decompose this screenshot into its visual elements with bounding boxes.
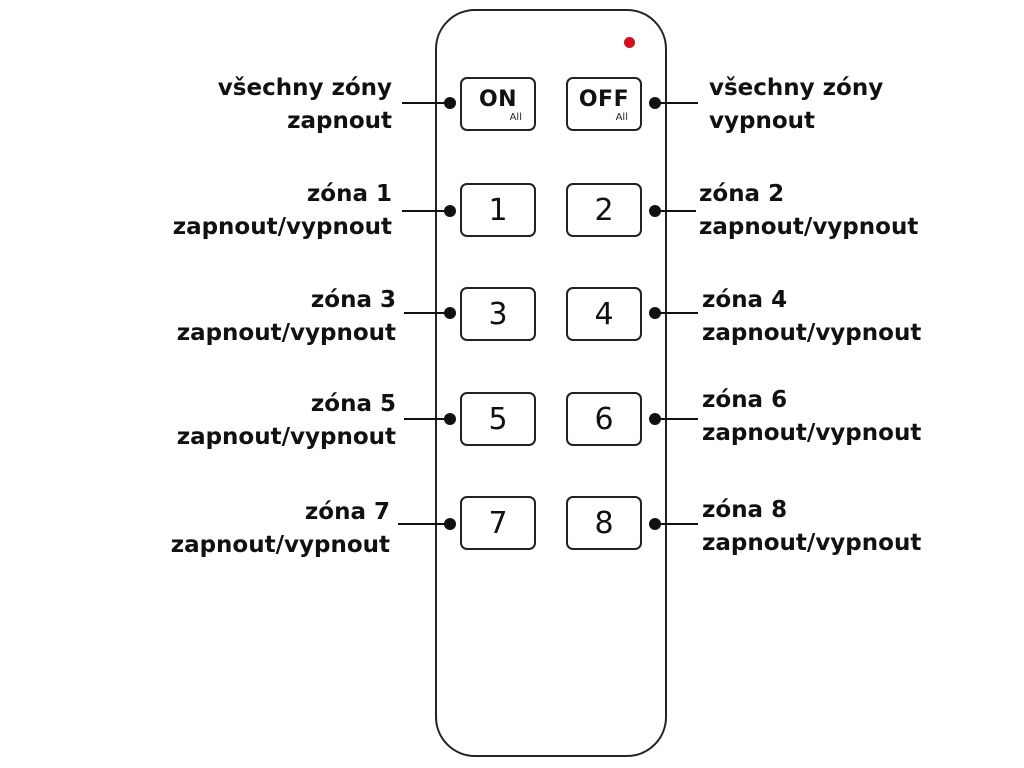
all-off-button-label: OFF [578,87,630,112]
leader-line-zone-1 [402,210,450,212]
zone-6-button[interactable]: 6 [566,392,642,446]
label-all-on-line2: zapnout [287,108,392,134]
label-zone-3-line1: zóna 3 [310,287,396,313]
zone-4-button[interactable]: 4 [566,287,642,341]
label-zone-3: zóna 3 zapnout/vypnout [177,284,396,350]
leader-line-all-on [402,102,450,104]
leader-line-zone-6 [652,418,698,420]
leader-dot-zone-5 [444,413,456,425]
zone-2-button[interactable]: 2 [566,183,642,237]
label-zone-8-line1: zóna 8 [702,497,788,523]
leader-dot-zone-1 [444,205,456,217]
all-on-button[interactable]: ON All [460,77,536,131]
leader-dot-zone-8 [649,518,661,530]
zone-3-button[interactable]: 3 [460,287,536,341]
leader-dot-all-on [444,97,456,109]
label-all-off: všechny zóny vypnout [709,72,883,138]
label-all-off-line1: všechny zóny [709,75,884,101]
leader-line-zone-4 [652,312,698,314]
all-on-button-sublabel: All [509,112,522,123]
leader-dot-zone-6 [649,413,661,425]
label-all-on-line1: všechny zóny [217,75,392,101]
leader-line-zone-5 [404,418,450,420]
leader-line-zone-2 [652,210,696,212]
label-zone-5: zóna 5 zapnout/vypnout [177,388,396,454]
label-zone-7: zóna 7 zapnout/vypnout [171,496,390,562]
leader-dot-all-off [649,97,661,109]
label-zone-8-line2: zapnout/vypnout [702,530,922,556]
label-zone-1-line1: zóna 1 [306,181,392,207]
leader-line-zone-7 [398,523,450,525]
leader-dot-zone-2 [649,205,661,217]
leader-dot-zone-4 [649,307,661,319]
label-zone-3-line2: zapnout/vypnout [176,320,396,346]
label-zone-7-line1: zóna 7 [304,499,390,525]
zone-1-button[interactable]: 1 [460,183,536,237]
label-zone-4-line1: zóna 4 [702,287,788,313]
all-on-button-label: ON [478,87,518,112]
label-zone-8: zóna 8 zapnout/vypnout [702,494,921,560]
remote-control-body [435,9,667,757]
zone-8-button[interactable]: 8 [566,496,642,550]
label-zone-5-line2: zapnout/vypnout [176,424,396,450]
status-led [624,37,635,48]
label-zone-4: zóna 4 zapnout/vypnout [702,284,921,350]
label-zone-4-line2: zapnout/vypnout [702,320,922,346]
zone-7-button[interactable]: 7 [460,496,536,550]
leader-dot-zone-7 [444,518,456,530]
all-off-button[interactable]: OFF All [566,77,642,131]
leader-dot-zone-3 [444,307,456,319]
label-zone-6: zóna 6 zapnout/vypnout [702,384,921,450]
label-zone-6-line2: zapnout/vypnout [702,420,922,446]
leader-line-all-off [652,102,698,104]
label-zone-1-line2: zapnout/vypnout [172,214,392,240]
label-zone-6-line1: zóna 6 [702,387,788,413]
all-off-button-sublabel: All [615,112,628,123]
zone-5-button[interactable]: 5 [460,392,536,446]
label-all-off-line2: vypnout [709,108,815,134]
label-all-on: všechny zóny zapnout [218,72,392,138]
leader-line-zone-8 [652,523,698,525]
label-zone-2: zóna 2 zapnout/vypnout [699,178,918,244]
label-zone-5-line1: zóna 5 [310,391,396,417]
label-zone-2-line2: zapnout/vypnout [699,214,919,240]
label-zone-7-line2: zapnout/vypnout [170,532,390,558]
leader-line-zone-3 [404,312,450,314]
label-zone-2-line1: zóna 2 [699,181,785,207]
label-zone-1: zóna 1 zapnout/vypnout [173,178,392,244]
